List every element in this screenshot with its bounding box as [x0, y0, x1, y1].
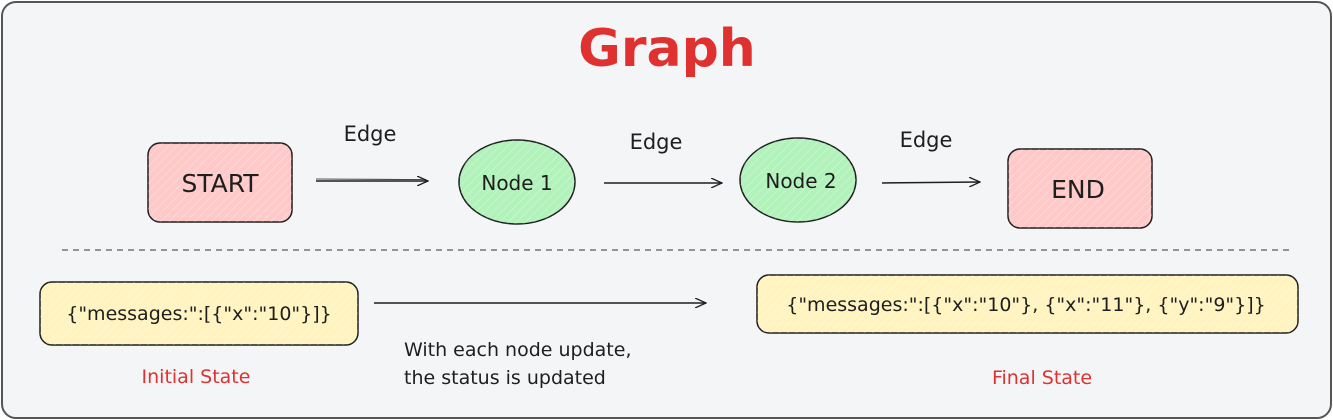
final-state-label: Final State	[992, 367, 1092, 389]
node-2: Node 2	[739, 137, 857, 223]
start-label: START	[181, 169, 259, 198]
edge-label-1: Edge	[344, 122, 397, 146]
note-line-1: With each node update,	[404, 339, 631, 361]
initial-state-value: {"messages:":[{"x":"10"}]}	[66, 303, 332, 325]
node-1-label: Node 1	[481, 171, 552, 195]
note-line-2: the status is updated	[404, 367, 606, 389]
start-node: START	[147, 142, 293, 223]
end-node: END	[1007, 148, 1153, 229]
initial-state-label: Initial State	[142, 366, 251, 388]
edge-arrow-stroke	[315, 178, 427, 180]
final-state-value: {"messages:":[{"x":"10"}, {"x":"11"}, {"…	[786, 294, 1266, 316]
edge-arrow-node2-end	[881, 182, 980, 183]
node-2-label: Node 2	[765, 169, 836, 193]
edge-label-2: Edge	[630, 130, 683, 154]
initial-state-box: {"messages:":[{"x":"10"}]}	[39, 281, 359, 346]
final-state-box: {"messages:":[{"x":"10"}, {"x":"11"}, {"…	[756, 274, 1299, 334]
end-label: END	[1051, 175, 1105, 204]
diagram-title: Graph	[578, 19, 756, 79]
node-1: Node 1	[458, 139, 576, 225]
edge-label-3: Edge	[900, 128, 953, 152]
